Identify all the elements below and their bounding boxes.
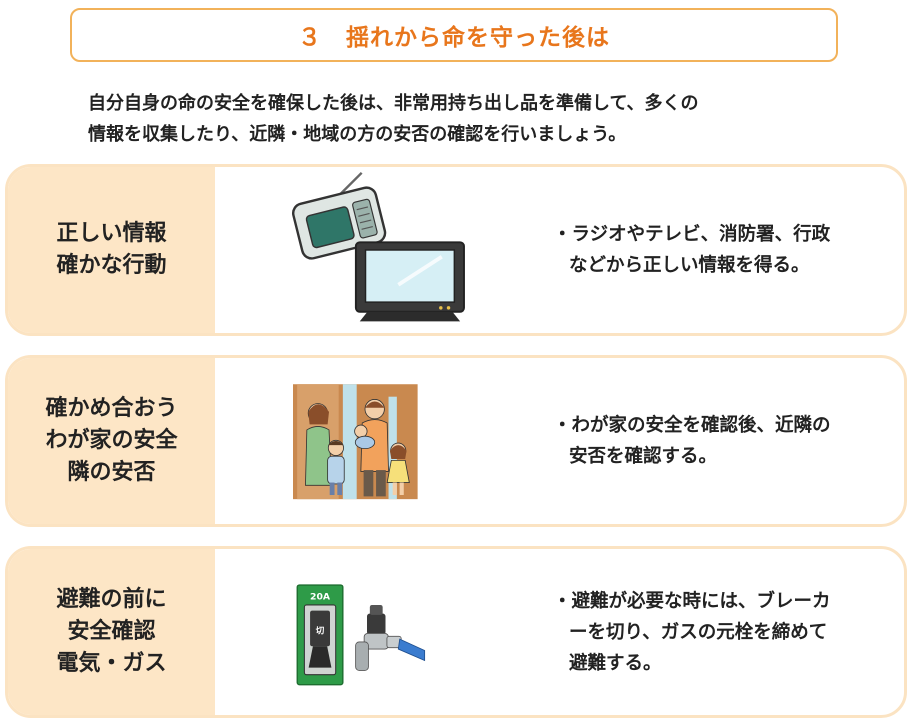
intro-line: 自分自身の命の安全を確保した後は、非常用持ち出し品を準備して、多くの — [88, 93, 699, 114]
card-text-line: などから正しい情報を得る。 — [569, 255, 810, 276]
card-heading-line: 確かめ合おう — [45, 396, 178, 421]
girl-icon — [386, 442, 410, 495]
card-heading-line: 隣の安否 — [67, 460, 156, 485]
card-correct-information: 正しい情報 確かな行動 ・ラジオやテレビ、消防署、行政 など — [5, 164, 907, 336]
family-illustration — [293, 384, 418, 500]
card-heading-line: わが家の安全 — [45, 428, 178, 453]
card-description: ・ラジオやテレビ、消防署、行政 などから正しい情報を得る。 — [553, 167, 898, 333]
gas-valve-icon — [355, 604, 426, 671]
card-text-line: 安否を確認する。 — [569, 446, 718, 467]
boy-icon — [327, 439, 345, 495]
card-text-line: ・わが家の安全を確認後、近隣の — [553, 415, 831, 436]
card-check-neighbors: 確かめ合おう わが家の安全 隣の安否 — [5, 355, 907, 527]
breaker-gas-illustration: 20A 切 — [296, 584, 426, 686]
section-title: ３ 揺れから命を守った後は — [298, 25, 610, 51]
intro-paragraph: 自分自身の命の安全を確保した後は、非常用持ち出し品を準備して、多くの 情報を収集… — [88, 88, 868, 150]
card-heading-panel: 正しい情報 確かな行動 — [8, 167, 215, 333]
card-text-line: 避難する。 — [569, 652, 662, 674]
card-text-line: ーを切り、ガスの元栓を締めて — [569, 621, 828, 643]
card-text-line: ・避難が必要な時には、ブレーカ — [553, 590, 831, 612]
father-icon — [360, 399, 389, 497]
tv-icon — [354, 241, 465, 322]
baby-icon — [354, 424, 376, 450]
card-heading-line: 電気・ガス — [56, 651, 167, 676]
card-heading-panel: 確かめ合おう わが家の安全 隣の安否 — [8, 358, 215, 524]
breaker-amp-label: 20A — [310, 591, 331, 602]
card-heading-line: 避難の前に — [56, 587, 167, 612]
intro-line: 情報を収集したり、近隣・地域の方の安否の確認を行いましょう。 — [88, 124, 627, 145]
section-title-box: ３ 揺れから命を守った後は — [70, 8, 838, 62]
card-heading-line: 安全確認 — [67, 619, 156, 644]
breaker-icon: 20A 切 — [296, 584, 344, 686]
card-heading-line: 正しい情報 — [56, 221, 167, 246]
breaker-off-label: 切 — [316, 625, 325, 636]
card-description: ・避難が必要な時には、ブレーカ ーを切り、ガスの元栓を締めて 避難する。 — [553, 549, 898, 715]
card-text-line: ・ラジオやテレビ、消防署、行政 — [553, 224, 831, 245]
card-electricity-gas-check: 避難の前に 安全確認 電気・ガス 20A 切 ・避難が必要な時には、ブレーカ ー… — [5, 546, 907, 718]
card-heading-panel: 避難の前に 安全確認 電気・ガス — [8, 549, 215, 715]
card-description: ・わが家の安全を確認後、近隣の 安否を確認する。 — [553, 358, 898, 524]
mother-icon — [305, 403, 333, 486]
radio-icon — [291, 171, 387, 260]
radio-tv-illustration — [291, 171, 465, 322]
card-heading-line: 確かな行動 — [56, 253, 167, 278]
